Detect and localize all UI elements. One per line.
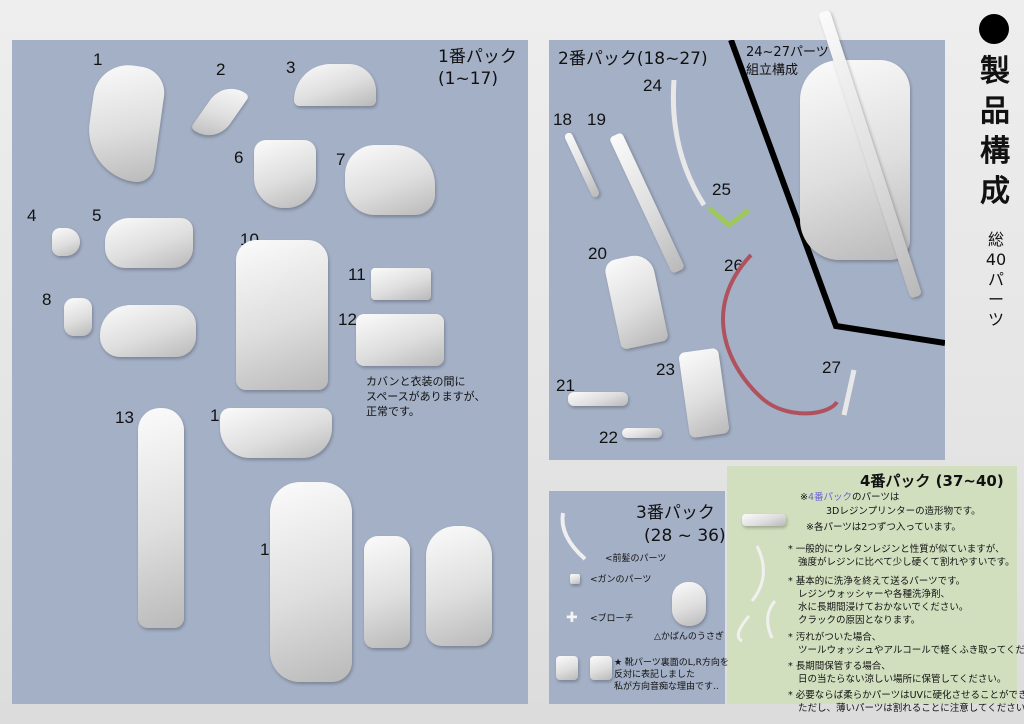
hand-part [64, 298, 92, 336]
belt-part [568, 392, 628, 406]
pack3-bangs-shape [560, 512, 587, 561]
label-gun: <ガンのパーツ [590, 575, 652, 585]
side-title: 製 品 構 成 [978, 52, 1012, 212]
pack4-line: クラックの原因となります。 [798, 615, 921, 626]
part-number: 7 [336, 150, 346, 169]
pack3-range: (28 ~ 36) [644, 526, 726, 546]
side-total-char: 40 [985, 250, 1007, 269]
bullet-dot [979, 14, 1009, 44]
leg-part [138, 408, 184, 628]
part-number: 13 [115, 408, 134, 427]
part-number: 24 [643, 76, 662, 95]
arm-part [100, 305, 196, 357]
side-title-char: 構 [980, 134, 1010, 169]
pack3-title: 3番パック [636, 503, 715, 523]
pack3-footnote-line: 反対に表記しました [614, 670, 696, 680]
assembled-label-line: 24~27パーツ [746, 45, 829, 60]
pack4-title: 4番パック (37~40) [860, 472, 1004, 490]
torso-part [236, 240, 328, 390]
pack1-note-line: 正常です。 [366, 405, 420, 418]
pack4-line: 日の当たらない涼しい場所に保管してください。 [798, 674, 1007, 685]
part-number: 11 [348, 265, 366, 284]
label-bangs: <前髪のパーツ [605, 554, 667, 564]
side-title-char: 製 [980, 54, 1010, 89]
pack4-line: * 汚れがついた場合、 [788, 632, 882, 643]
part-number: 6 [234, 148, 244, 167]
pack4-line: 3Dレジンプリンターの造形物です。 [826, 506, 981, 517]
pack4-line: * 必要ならば柔らかパーツはUVに硬化させることができます。 [788, 690, 1024, 701]
pack3-footnote-line: ★ 靴パーツ裏面のL,R方向を [614, 658, 729, 668]
face-part [254, 140, 316, 208]
rabbit-part [672, 582, 706, 626]
part-number: 12 [338, 310, 357, 329]
pack4-line: * 基本的に洗浄を終えて送るパーツです。 [788, 576, 966, 587]
cap-part [294, 64, 376, 106]
arm-part [105, 218, 193, 268]
part-number: 20 [588, 244, 607, 263]
label-brooch: <ブローチ [590, 614, 634, 624]
part-number: 23 [656, 360, 675, 379]
side-total-char: パ [987, 270, 1004, 289]
side-title-char: 品 [980, 94, 1010, 129]
part-number: 5 [92, 206, 102, 225]
hand-part [52, 228, 80, 256]
boot-part [426, 526, 492, 646]
pack4-line: ※各パーツは2つずつ入っています。 [806, 522, 961, 533]
boot-part [364, 536, 410, 648]
pack2-title: 2番パック(18~27) [558, 49, 708, 69]
pack2-curves [670, 79, 857, 416]
side-title-char: 成 [980, 174, 1010, 209]
assembled-divider [728, 40, 945, 346]
pack4-line: ※4番パックのパーツは [800, 492, 900, 503]
part-number: 27 [822, 358, 841, 377]
pack4-line: * 一般的にウレタンレジンと性質が似ていますが、 [788, 544, 1005, 555]
pack1-note-line: カバンと衣装の間に [366, 375, 466, 388]
strap-part [622, 428, 662, 438]
pack4-panel [727, 466, 1017, 704]
assembled-label: 24~27パーツ 組立構成 [746, 44, 829, 80]
side-total-char: 総 [987, 230, 1004, 249]
bag-part [356, 314, 444, 366]
bag-lid-part [371, 268, 431, 300]
part-number: 25 [712, 180, 731, 199]
side-total-char: ー [987, 290, 1004, 309]
pack1-note-line: スペースがありますが、 [366, 390, 486, 403]
pack4-line: 水に長期間浸けておかないでください。 [798, 602, 969, 613]
part-number: 18 [553, 110, 572, 129]
pack4-line: * 長期間保管する場合、 [788, 661, 891, 672]
skirt-part [220, 408, 332, 458]
part-number: 22 [599, 428, 618, 447]
part-number: 19 [587, 110, 606, 129]
pack4-line: ただし、薄いパーツは割れることに注意してください。 [798, 703, 1024, 714]
label-rabbit: △かばんのうさぎ [654, 632, 724, 642]
part-number: 4 [27, 206, 37, 225]
pack4-line: レジンウォッシャーや各種洗浄剤、 [798, 589, 951, 600]
brooch-icon: ✚ [566, 610, 578, 626]
part-number: 3 [286, 58, 296, 77]
side-total: 総 40 パ ー ツ [985, 230, 1007, 330]
connector-part [742, 514, 786, 526]
shoe-sole-part [556, 656, 578, 680]
pack4-line: ツールウォッシュやアルコールで軽くふき取ってください。 [798, 645, 1024, 656]
pack1-title: 1番パック [438, 47, 517, 67]
pack4-curves [736, 545, 777, 643]
leg-part [270, 482, 352, 682]
pack4-highlight: 4番パック [807, 492, 853, 503]
part-number: 1 [93, 50, 103, 69]
shoe-sole-part [590, 656, 612, 680]
pack4-line: 強度がレジンに比べて少し硬くて割れやすいです。 [798, 557, 1015, 568]
side-total-char: ツ [987, 310, 1004, 329]
part-number: 2 [216, 60, 226, 79]
assembled-label-line: 組立構成 [746, 63, 799, 78]
pack3-footnote-line: 私が方向音痴な理由です.. [614, 682, 719, 692]
part-number: 8 [42, 290, 52, 309]
back-hair-part [345, 145, 435, 215]
part-number: 21 [556, 376, 575, 395]
pack1-range: (1~17) [438, 69, 498, 89]
gun-small-part [570, 574, 580, 584]
